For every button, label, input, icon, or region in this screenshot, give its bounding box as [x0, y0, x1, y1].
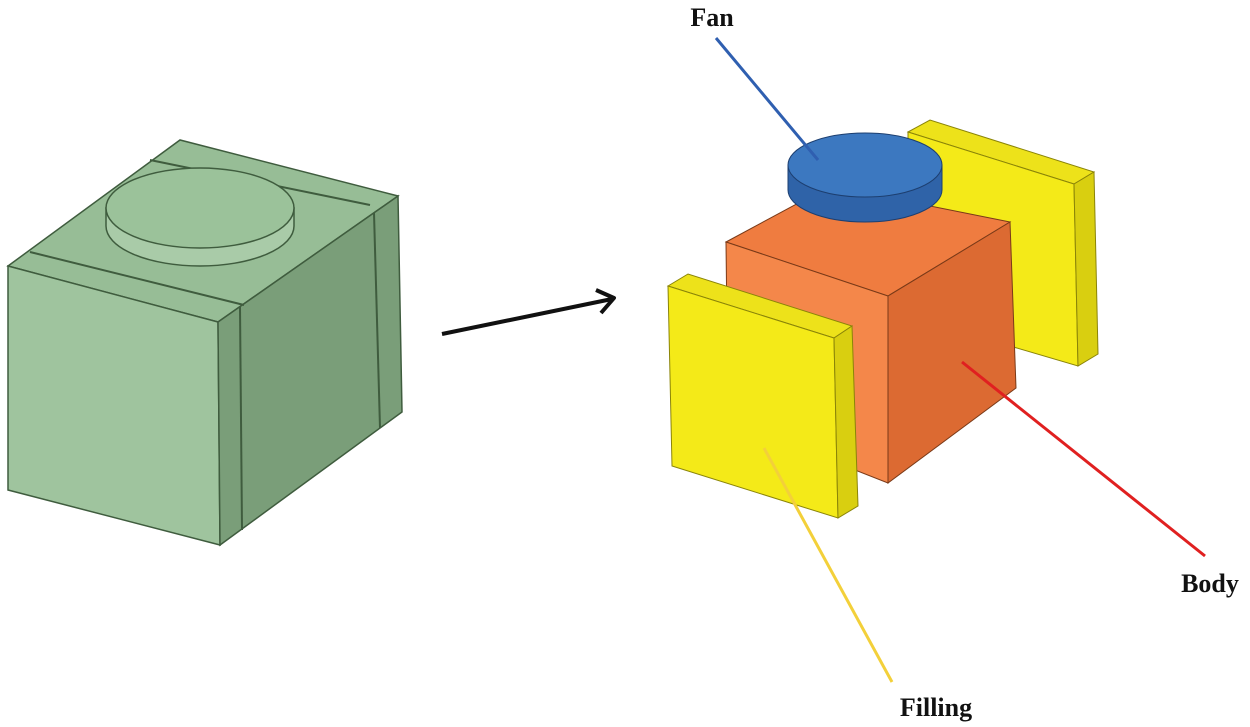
assembled-model [6, 139, 403, 547]
fan-disc [787, 132, 943, 223]
exploded-model [666, 119, 1099, 519]
right-arrow-icon [441, 288, 616, 336]
fan-label: Fan [690, 3, 734, 32]
assembled-right-face [217, 194, 403, 547]
filling-plate-front [666, 273, 859, 519]
body-label: Body [1181, 569, 1239, 598]
fan-leader-line [714, 37, 820, 161]
assembled-side-seam-1 [239, 306, 243, 531]
assembled-side-seam-2 [373, 212, 381, 429]
assembled-top-seam-front [29, 251, 245, 306]
filling-leader-line [762, 447, 894, 683]
filling-label: Filling [900, 693, 972, 722]
body-leader-line [961, 360, 1206, 558]
assembled-fan-disc-top [105, 167, 295, 249]
